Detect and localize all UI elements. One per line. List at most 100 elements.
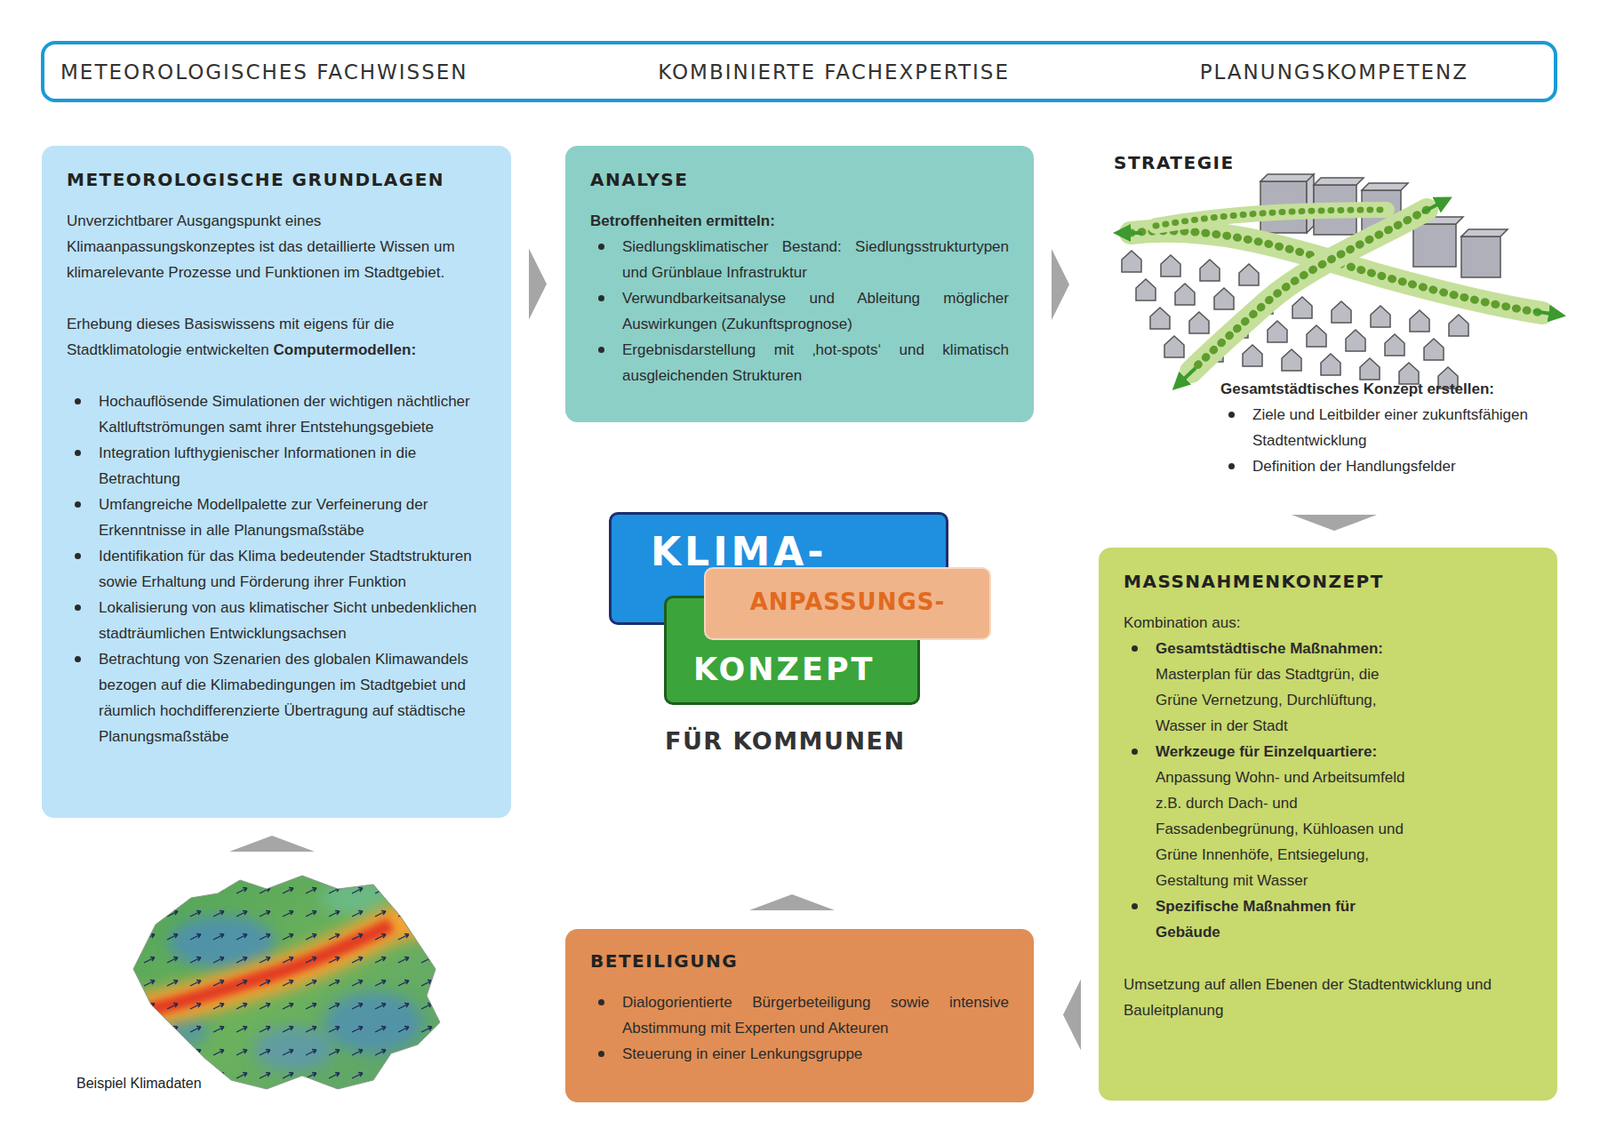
flow-connector — [749, 894, 835, 911]
band-text: KOMBINIERTE FACHEXPERTISE — [657, 60, 1010, 84]
bullet-item: Gesamtstädtische Maßnahmen:Masterplan fü… — [1123, 635, 1423, 739]
paragraph: Kombination aus: — [1123, 609, 1533, 636]
bullet-item: Werkzeuge für Einzelquartiere:Anpassung … — [1123, 738, 1423, 894]
bullet-heading: Werkzeuge für Einzelquartiere: — [1155, 738, 1423, 765]
arrow-triangle — [1063, 979, 1081, 1051]
bullet-dot — [74, 501, 81, 508]
bullet-item: Dialogorientierte Bürgerbeteiligung sowi… — [590, 989, 1009, 1041]
header-band: METEOROLOGISCHES FACHWISSEN KOMBINIERTE F… — [40, 40, 1558, 103]
bullet-dot — [74, 552, 81, 560]
box-heading: BETEILIGUNG — [590, 948, 1009, 974]
up-triangle — [229, 835, 315, 852]
bullet-text: Betrachtung von Szenarien des globalen K… — [98, 646, 487, 750]
process-box: MASSNAHMENKONZEPT Kombination aus: Gesamts… — [1098, 547, 1558, 1101]
bullet-item: Definition der Handlungsfelder — [1220, 453, 1558, 480]
house-shape — [1121, 250, 1142, 272]
process-box: ANALYSEBetroffenheiten ermitteln:Siedlun… — [565, 145, 1034, 423]
logo-subtitle: FÜR KOMMUNEN — [664, 727, 906, 755]
house-shape — [1214, 288, 1234, 310]
bullet-dot — [74, 398, 81, 405]
house-shape — [1242, 344, 1263, 367]
bullet-item: Siedlungsklimatischer Bestand: Siedlungs… — [590, 233, 1009, 286]
bullet-item: Spezifische Maßnahmen für Gebäude — [1123, 893, 1423, 945]
bullet-text: Lokalisierung von aus klimatischer Sicht… — [98, 594, 487, 647]
flow-connector — [1051, 248, 1070, 320]
house-shape — [1281, 349, 1302, 371]
house-shape — [1239, 264, 1259, 286]
bullet-heading: Gesamtstädtische Maßnahmen: — [1155, 635, 1423, 662]
bullet-text: Ziele und Leitbilder einer zukunftsfähig… — [1252, 401, 1558, 454]
bullet-text: Integration lufthygienischer Information… — [98, 440, 487, 492]
bullet-dot — [598, 999, 605, 1006]
arrow-triangle — [749, 894, 835, 911]
bullet-item: Betrachtung von Szenarien des globalen K… — [66, 646, 487, 750]
house-shape — [1164, 336, 1184, 358]
arrow-triangle — [528, 248, 547, 320]
bullet-text: Hochauflösende Simulationen der wichtige… — [98, 388, 487, 440]
bullet-dot — [1131, 903, 1138, 910]
arrow-triangle — [1051, 248, 1070, 320]
flow-connector — [1291, 514, 1377, 531]
strategy-illustration — [1121, 174, 1558, 389]
paragraph-text: Kombination aus: — [1123, 614, 1240, 632]
house-shape — [1384, 334, 1405, 356]
box-heading: ANALYSE — [590, 167, 1009, 192]
bullet-item: Integration lufthygienischer Information… — [66, 440, 487, 492]
bullet-dot — [1131, 748, 1138, 755]
bullet-text: Identifikation für das Klima bedeutender… — [98, 543, 487, 595]
bullet-dot — [598, 1050, 605, 1057]
emphasis-text: Computermodellen: — [272, 341, 416, 359]
bullet-item: Identifikation für das Klima bedeutender… — [66, 543, 487, 595]
map-caption: Beispiel Klimadaten — [76, 1075, 202, 1092]
bullet-text: Verwundbarkeitsanalyse und Ableitung mög… — [622, 285, 1009, 337]
bullet-text: Dialogorientierte Bürgerbeteiligung sowi… — [622, 989, 1009, 1041]
bullet-text: Definition der Handlungsfelder — [1252, 453, 1558, 480]
house-shape — [1409, 310, 1430, 332]
paragraph: Unverzichtbarer Ausgangspunkt eines Klim… — [66, 208, 487, 286]
house-shape — [1189, 312, 1209, 334]
bullet-text: Ergebnisdarstellung mit ‚hot-spots‘ und … — [622, 336, 1009, 389]
bullet-dot — [598, 243, 605, 250]
process-box: METEOROLOGISCHE GRUNDLAGEN Unverzichtbare… — [41, 145, 512, 818]
box-heading: METEOROLOGISCHE GRUNDLAGEN — [66, 167, 487, 192]
house-shape — [1150, 307, 1170, 329]
logo-text: KONZEPT — [693, 649, 918, 689]
house-shape — [1267, 320, 1288, 343]
band-text: PLANUNGSKOMPETENZ — [1200, 60, 1469, 84]
flow-connector — [1063, 979, 1081, 1051]
bullet-text: Siedlungsklimatischer Bestand: Siedlungs… — [622, 233, 1009, 286]
bullet-item: Ergebnisdarstellung mit ‚hot-spots‘ und … — [590, 336, 1009, 389]
flow-connector — [528, 248, 547, 320]
house-shape — [1360, 358, 1380, 380]
box-heading: STRATEGIE — [1113, 150, 1558, 176]
bullet-dot — [1228, 411, 1235, 418]
house-shape — [1331, 301, 1352, 323]
bullet-text: Anpassung Wohn- und Arbeitsumfeld z.B. d… — [1155, 764, 1423, 894]
bullet-text: Masterplan für das Stadtgrün, die Grüne … — [1155, 661, 1423, 739]
paragraph: Erhebung dieses Basiswissens mit eigens … — [66, 311, 487, 363]
subheading: Gesamtstädtisches Konzept erstellen: — [1220, 376, 1558, 402]
house-shape — [1292, 296, 1312, 319]
paragraph-text: Unverzichtbarer Ausgangspunkt eines Klim… — [66, 212, 456, 281]
bullet-item: Ziele und Leitbilder einer zukunftsfähig… — [1220, 401, 1558, 454]
house-shape — [1320, 353, 1341, 376]
bullet-dot — [74, 449, 81, 456]
paragraph-text: Umsetzung auf allen Ebenen der Stadtentw… — [1123, 976, 1492, 1019]
bullet-dot — [598, 346, 605, 353]
logo-box: ANPASSUNGS- — [704, 567, 992, 640]
bullet-item: Umfangreiche Modellpalette zur Verfeiner… — [66, 491, 487, 544]
house-shape — [1370, 305, 1391, 328]
band-text: METEOROLOGISCHES FACHWISSEN — [60, 60, 469, 84]
bullet-dot — [74, 656, 81, 663]
bullet-item: Lokalisierung von aus klimatischer Sicht… — [66, 594, 487, 647]
bullet-dot — [1131, 645, 1138, 652]
bullet-heading: Spezifische Maßnahmen für Gebäude — [1155, 893, 1423, 945]
bullet-dot — [74, 604, 81, 611]
house-shape — [1175, 283, 1195, 305]
box-heading: MASSNAHMENKONZEPT — [1123, 568, 1533, 594]
bullet-text: Steuerung in einer Lenkungsgruppe — [622, 1040, 1009, 1067]
logo-text: ANPASSUNGS- — [705, 586, 990, 617]
bullet-dot — [1228, 463, 1235, 470]
house-shape — [1448, 314, 1469, 336]
